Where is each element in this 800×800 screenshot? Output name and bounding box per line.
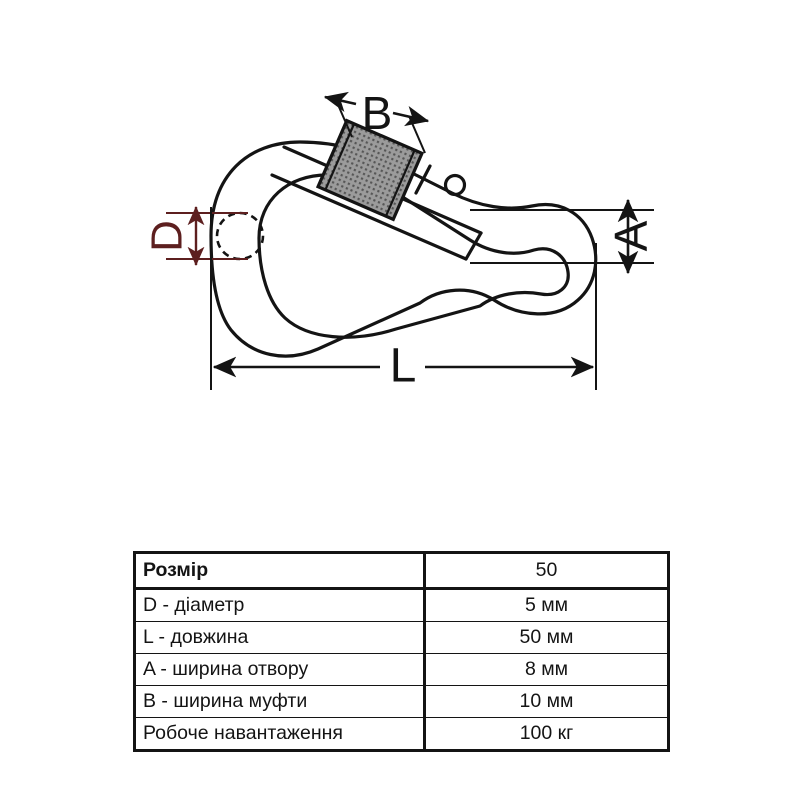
table-row-header: Розмір 50 [133, 551, 670, 590]
table-row: A - ширина отвору 8 мм [133, 653, 670, 686]
dimension-label-d: D [143, 220, 192, 252]
sleeve-right-edge [384, 149, 416, 217]
carabiner-diagram: D B A L [143, 87, 658, 393]
table-row: L - довжина 50 мм [133, 621, 670, 654]
sleeve-left-edge [324, 123, 356, 191]
table-row: B - ширина муфти 10 мм [133, 685, 670, 718]
dimension-a: A [470, 198, 657, 275]
carabiner-diagram-svg: D B A L [143, 87, 658, 393]
row-value: 5 мм [424, 588, 670, 622]
gate-bar-lower [270, 173, 468, 261]
gate-shoulder-seam [414, 164, 432, 195]
dimension-label-b: B [362, 87, 393, 139]
row-label: Розмір [133, 551, 426, 590]
row-label: B - ширина муфти [133, 685, 426, 718]
gate-rivet-hole [443, 173, 467, 197]
dimension-label-l: L [390, 340, 417, 393]
gate-tip-end [464, 231, 483, 261]
table-row: D - діаметр 5 мм [133, 588, 670, 622]
row-value: 10 мм [424, 685, 670, 718]
b-arrow-right [392, 106, 430, 127]
row-label: D - діаметр [133, 588, 426, 622]
specification-table: Розмір 50 D - діаметр 5 мм L - довжина 5… [133, 551, 670, 752]
dimension-b: B [323, 87, 430, 154]
row-value: 50 мм [424, 621, 670, 654]
screw-lock-sleeve [315, 118, 425, 222]
row-label: Робоче навантаження [133, 717, 426, 752]
row-label: A - ширина отвору [133, 653, 426, 686]
row-value: 100 кг [424, 717, 670, 752]
dimension-label-a: A [605, 220, 657, 251]
row-value: 50 [424, 551, 670, 590]
spec-table-body: Розмір 50 D - діаметр 5 мм L - довжина 5… [133, 551, 670, 752]
dimension-l: L [210, 207, 597, 393]
dimension-d: D [143, 206, 265, 266]
wire-cross-section-circle [215, 211, 265, 261]
table-row: Робоче навантаження 100 кг [133, 717, 670, 752]
row-value: 8 мм [424, 653, 670, 686]
row-label: L - довжина [133, 621, 426, 654]
b-arrow-left [323, 91, 357, 112]
